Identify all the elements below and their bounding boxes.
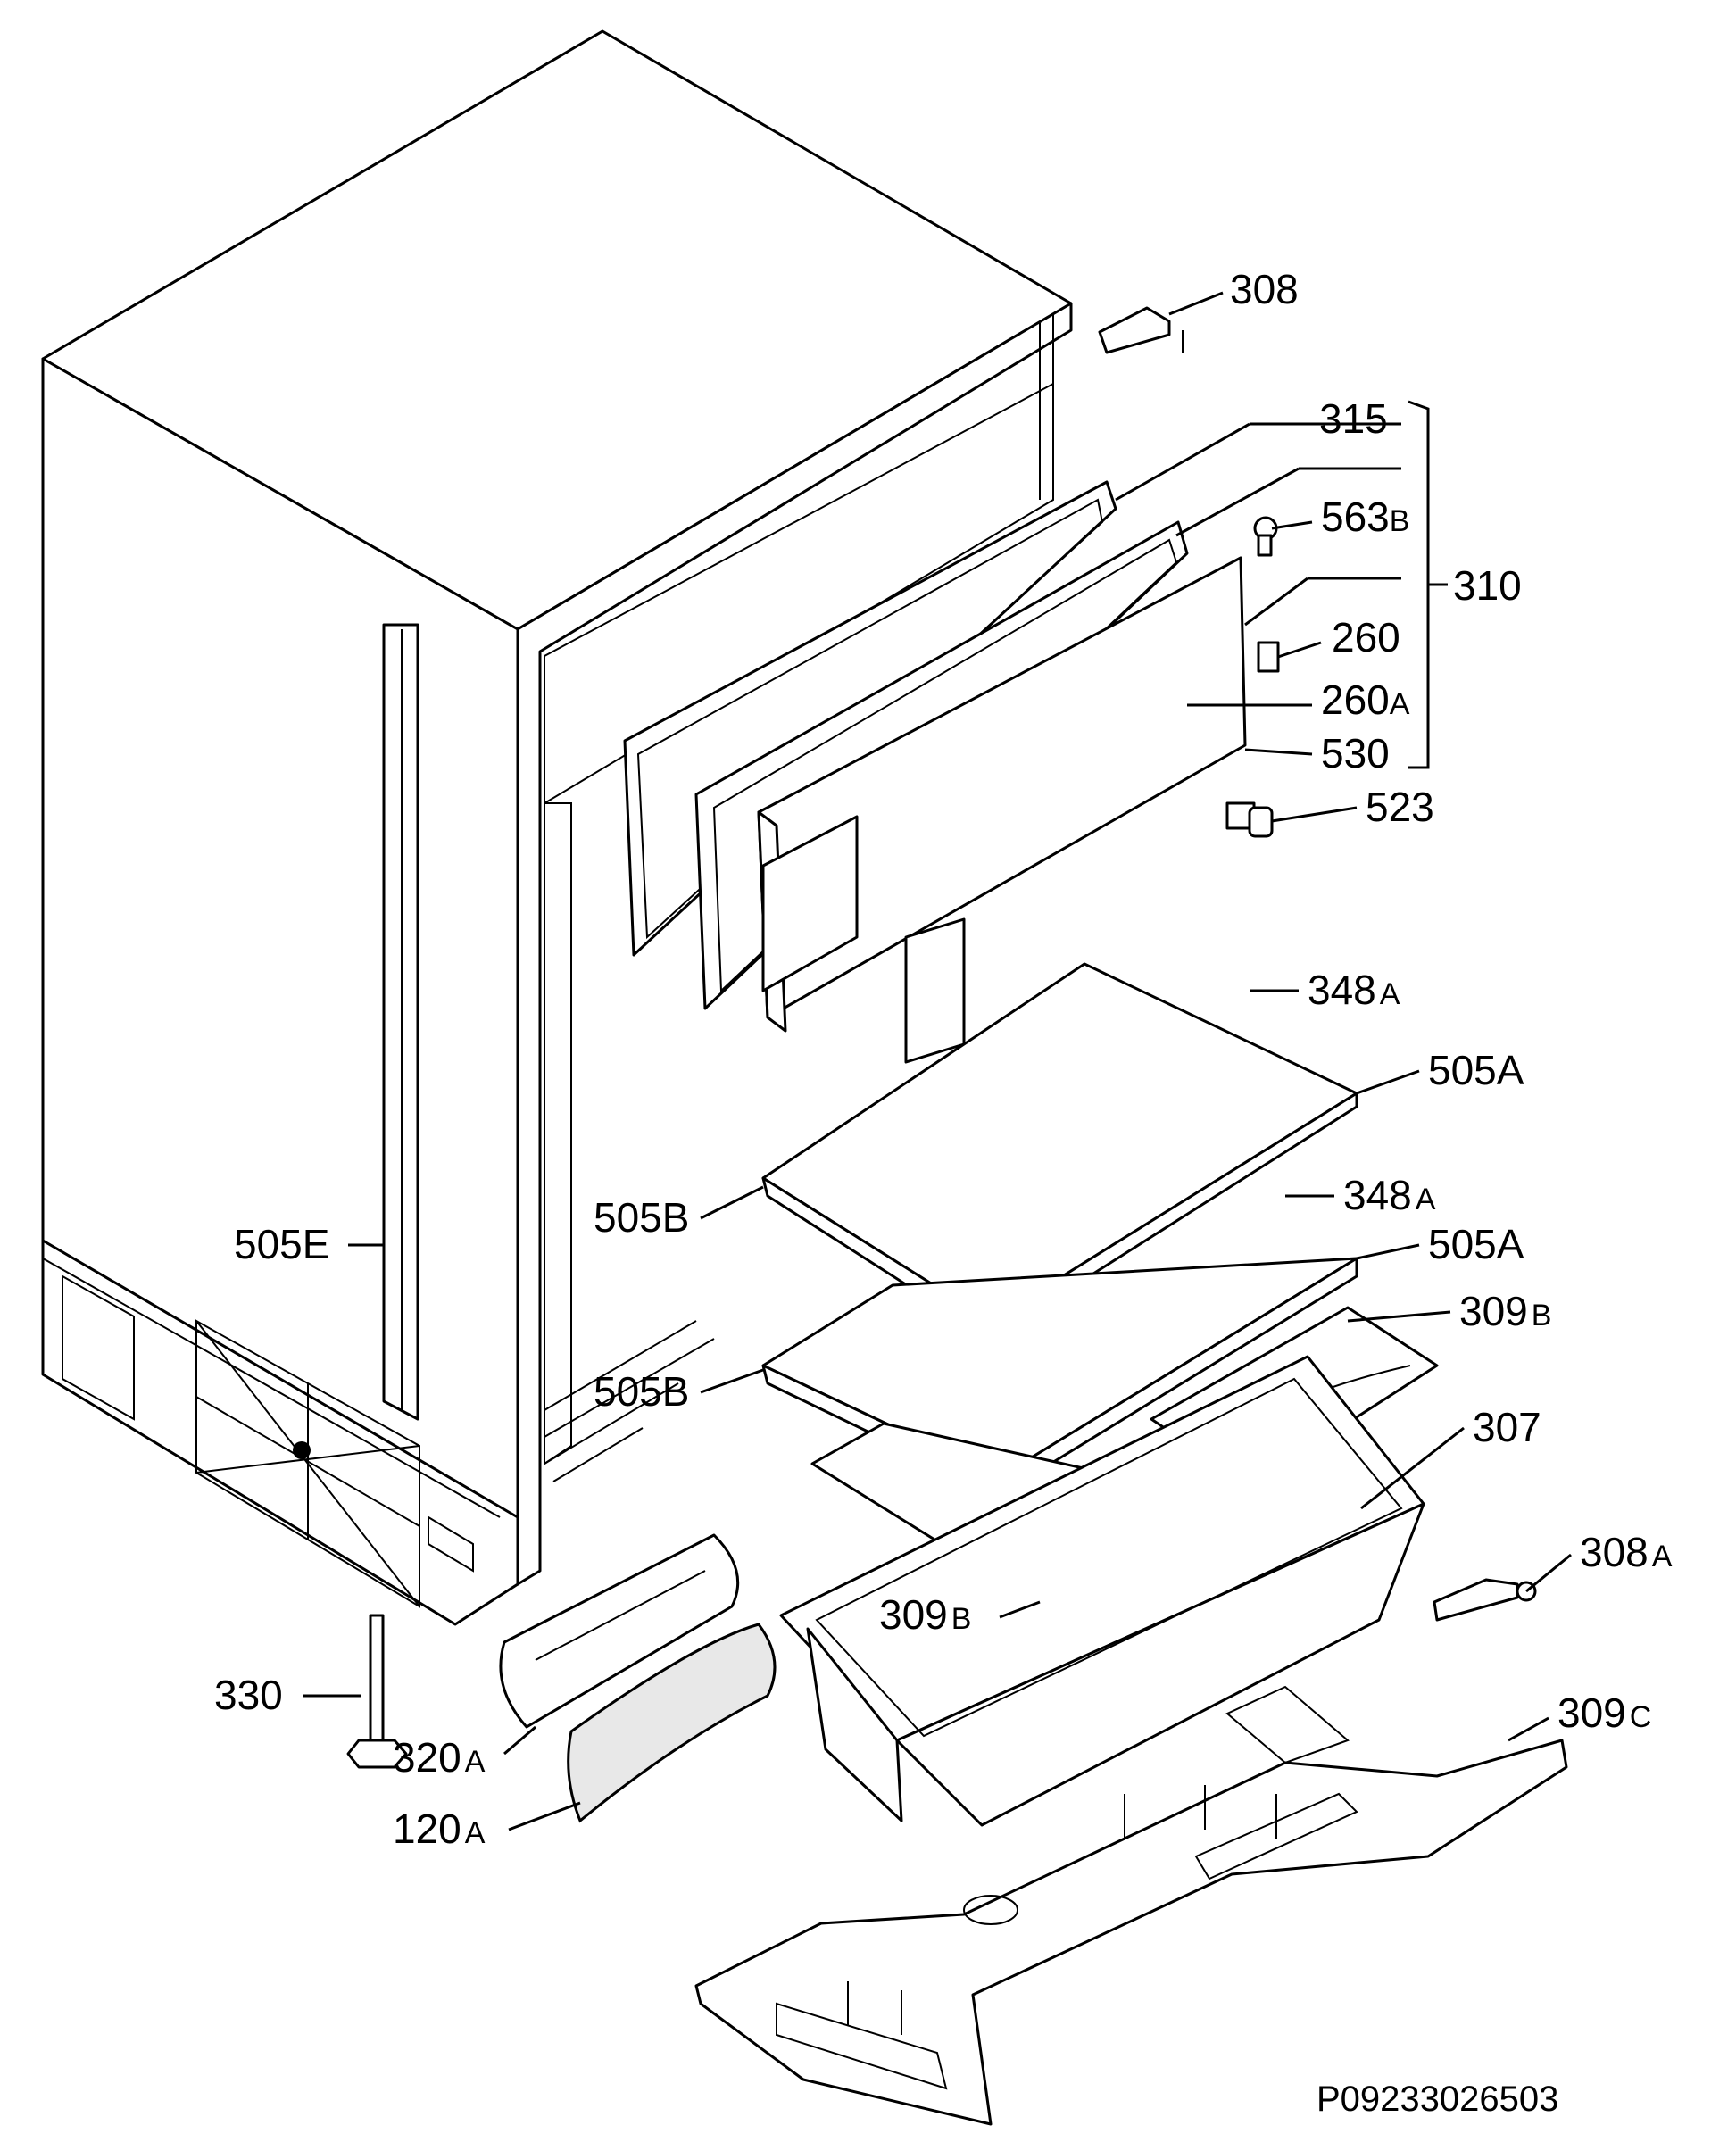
adjustable-foot [346,1614,408,1769]
callout-505A-lower: 505A [1428,1221,1524,1267]
callout-505A-upper: 505A [1428,1047,1524,1093]
callout-310: 310 [1453,562,1522,609]
door-panel [757,556,1247,1064]
callout-308: 308 [1230,266,1299,312]
callout-307: 307 [1473,1404,1541,1450]
leader-lines [303,291,1572,1831]
callout-505B-lower: 505B [594,1368,689,1415]
drawing-reference-number: P09233026503 [1317,2080,1558,2119]
callout-563B: 563B [1321,494,1409,540]
vent-grille [499,1533,740,1729]
crisper-drawer [779,1355,1425,1827]
callout-260: 260 [1332,614,1400,660]
callout-260A: 260A [1321,677,1410,723]
hinge-part-308 [1098,306,1184,354]
door-hinge-part-523 [1225,801,1274,838]
bottom-tray [694,1685,1568,2126]
callout-505B-upper: 505B [594,1194,689,1241]
callout-330: 330 [214,1672,283,1718]
hinge-part-308A [1433,1578,1537,1622]
callout-505E: 505E [234,1221,329,1267]
screw-part-563B [1253,516,1278,557]
callout-523: 523 [1366,784,1434,830]
cabinet-body [41,29,1073,1626]
callout-530: 530 [1321,730,1390,776]
callout-315: 315 [1319,395,1388,442]
clip-part-260 [1257,641,1280,673]
